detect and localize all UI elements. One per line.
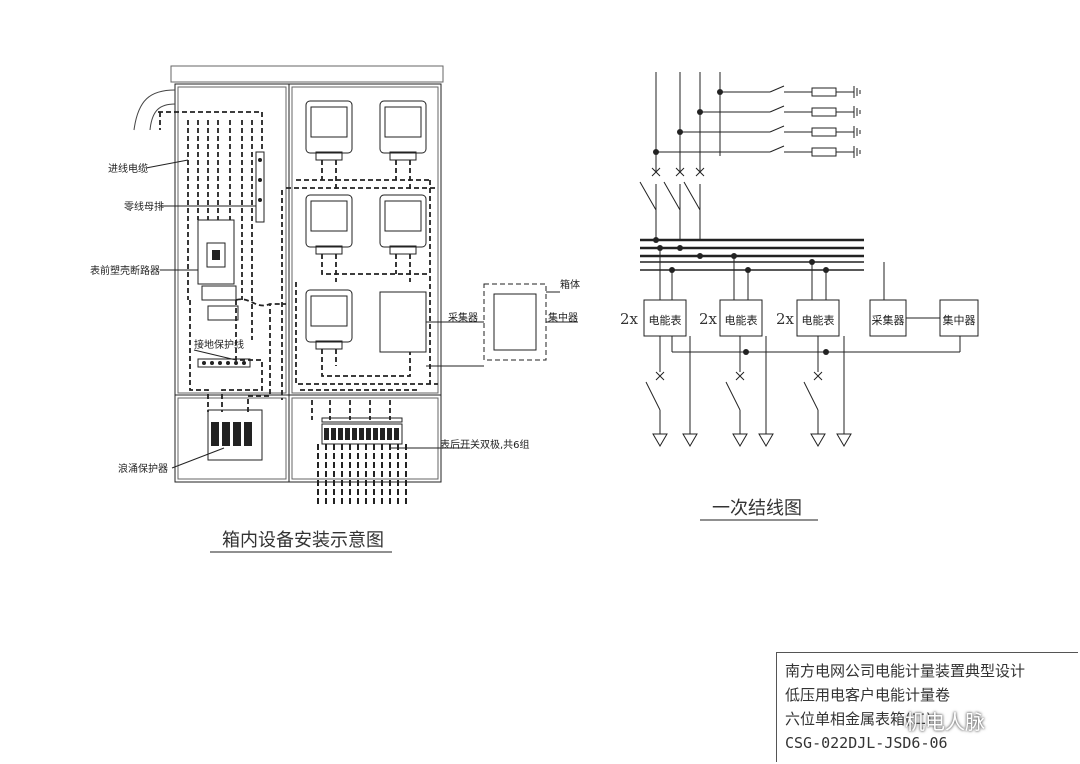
- meter-5: [305, 289, 353, 350]
- label-incoming-cable: 进线电缆: [108, 164, 148, 175]
- title-line-2: 低压用电客户电能计量卷: [785, 686, 951, 704]
- meter-label-3: 电能表: [801, 314, 835, 327]
- title-line-3: 六位单相金属表箱(二): [785, 710, 932, 728]
- multiplier-2: 2x: [699, 310, 718, 328]
- title-line-4: CSG-022DJL-JSD6-06: [785, 734, 948, 752]
- multiplier-1: 2x: [620, 310, 639, 328]
- label-concentrator: 集中器: [548, 313, 578, 324]
- meter-label-2: 电能表: [724, 314, 758, 327]
- meter-3: [305, 194, 353, 255]
- label-surge-protector: 浪涌保护器: [118, 464, 168, 475]
- collector-box-label: 采集器: [871, 314, 905, 327]
- label-collector: 采集器: [448, 313, 478, 324]
- left-caption: 箱内设备安装示意图: [222, 530, 384, 551]
- label-breaker: 表前塑壳断路器: [90, 266, 160, 277]
- meter-2: [379, 100, 427, 161]
- meter-4: [379, 194, 427, 255]
- title-line-1: 南方电网公司电能计量装置典型设计: [785, 662, 1026, 680]
- meter-1: [305, 100, 353, 161]
- concentrator-box-label: 集中器: [942, 314, 976, 327]
- label-enclosure: 箱体: [560, 280, 580, 291]
- label-switches: 表后开关双极,共6组: [440, 440, 530, 451]
- right-caption: 一次结线图: [712, 498, 802, 519]
- multiplier-3: 2x: [776, 310, 795, 328]
- meter-label-1: 电能表: [648, 314, 682, 327]
- label-neutral-bar: 零线母排: [124, 202, 164, 213]
- label-ground-bar: 接地保护线: [194, 340, 244, 351]
- title-block: 南方电网公司电能计量装置典型设计 低压用电客户电能计量卷 六位单相金属表箱(二)…: [776, 652, 1078, 762]
- watermark: 机电人脉: [905, 710, 985, 734]
